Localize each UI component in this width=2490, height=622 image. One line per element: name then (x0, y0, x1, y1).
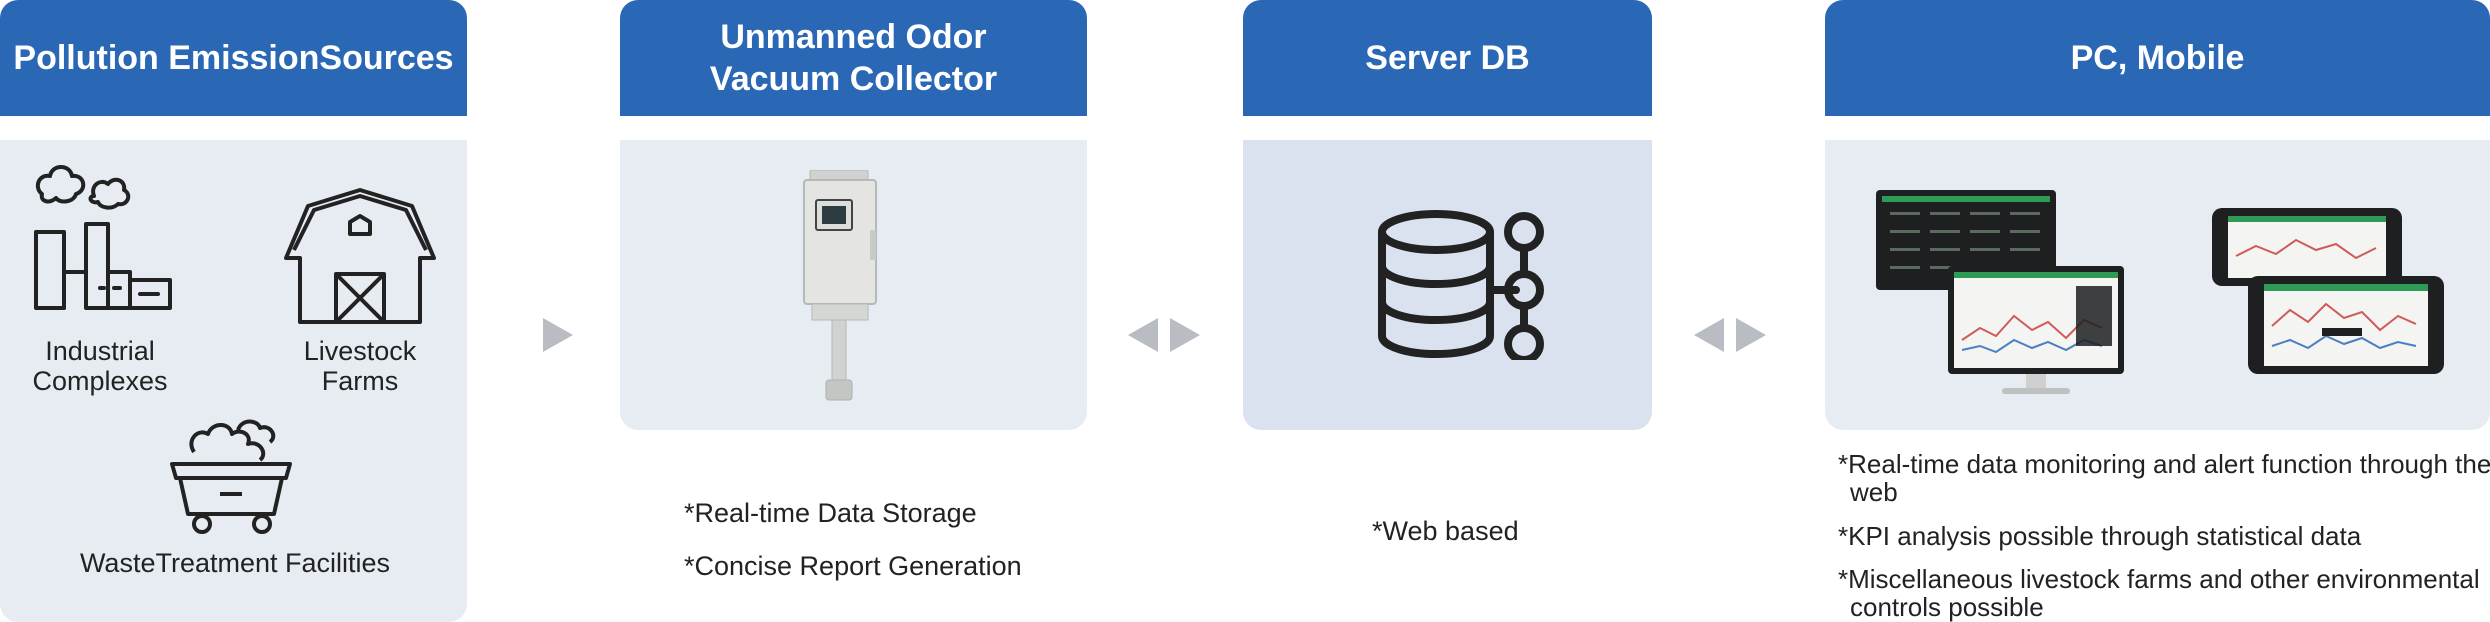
label-industrial: Industrial Complexes (32, 336, 168, 396)
factory-icon (30, 162, 175, 312)
clients-note-2: *KPI analysis possible through statistic… (1838, 521, 2362, 551)
panel-body-sources (0, 140, 467, 622)
panel-title-clients: PC, Mobile (2070, 39, 2245, 77)
database-icon (1376, 208, 1546, 360)
panel-header-collector: Unmanned Odor Vacuum Collector (620, 0, 1087, 116)
flow-arrow-bidirectional (1128, 318, 1200, 352)
monitor-image (1876, 190, 2126, 400)
panel-title-collector-line1: Unmanned Odor (720, 18, 987, 56)
tablet-image (2210, 206, 2450, 376)
clients-note-1: *Real-time data monitoring and alert fun… (1838, 449, 2490, 507)
server-note-1: *Web based (1372, 516, 1519, 546)
panel-title-collector-line2: Vacuum Collector (709, 60, 998, 98)
collector-device-image (790, 170, 890, 402)
flow-arrow-right (543, 318, 573, 352)
collector-note-1: *Real-time Data Storage (684, 498, 977, 528)
waste-cart-icon (168, 410, 298, 535)
clients-note-3: *Miscellaneous livestock farms and other… (1838, 564, 2480, 622)
panel-title-sources: Pollution EmissionSources (13, 39, 454, 77)
flow-arrow-bidirectional (1694, 318, 1766, 352)
label-waste: WasteTreatment Facilities (79, 548, 391, 578)
panel-header-clients: PC, Mobile (1825, 0, 2490, 116)
collector-note-2: *Concise Report Generation (684, 551, 1022, 581)
panel-header-server: Server DB (1243, 0, 1652, 116)
barn-icon (280, 186, 440, 326)
panel-header-sources: Pollution EmissionSources (0, 0, 467, 116)
panel-title-server: Server DB (1365, 39, 1530, 77)
label-livestock: Livestock Farms (303, 336, 417, 396)
